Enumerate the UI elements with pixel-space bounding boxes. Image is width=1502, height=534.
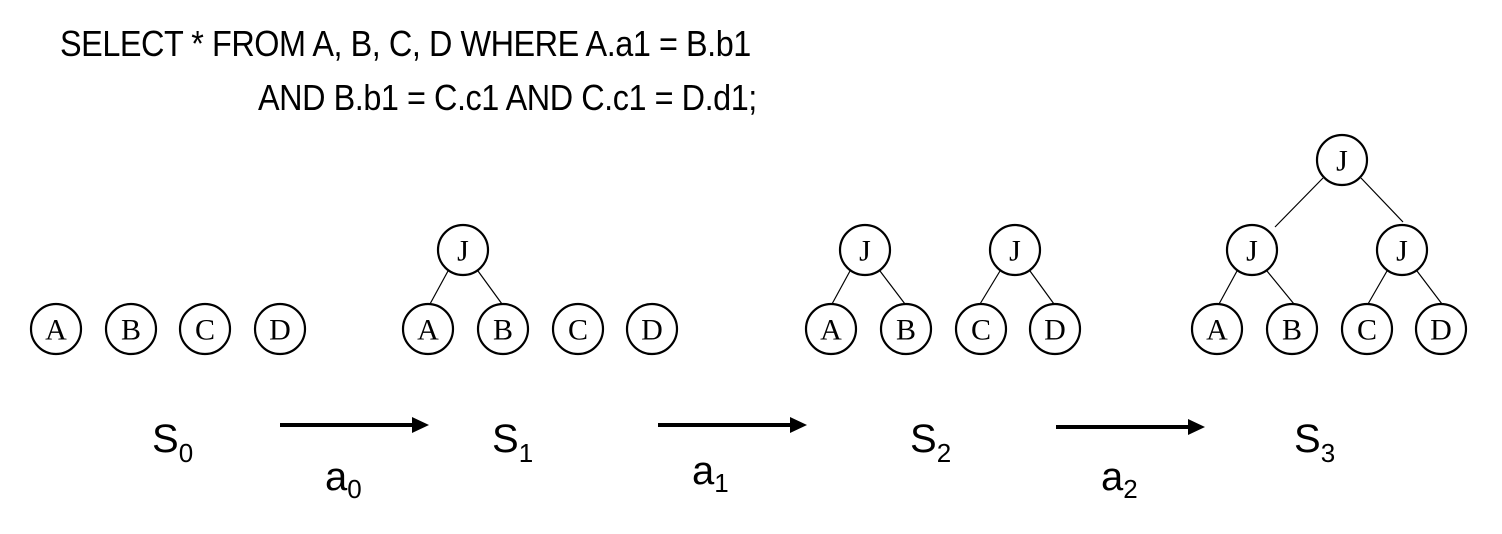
action-label-a0: a0 — [325, 455, 362, 504]
table-node-c: C — [954, 302, 1008, 356]
svg-text:B: B — [896, 314, 916, 347]
table-node-b: B — [879, 302, 933, 356]
table-node-b: B — [476, 302, 530, 356]
table-node-b: B — [104, 302, 158, 356]
svg-text:C: C — [195, 314, 215, 347]
svg-text:B: B — [121, 314, 141, 347]
sql-query-line-2: AND B.b1 = C.c1 AND C.c1 = D.d1; — [258, 77, 757, 118]
transition-arrow-a1 — [658, 417, 807, 433]
state-label-s3: S3 — [1294, 417, 1335, 468]
state-s3-tree: J J J A B C D — [1190, 133, 1468, 356]
transition-arrow-a0 — [280, 417, 429, 433]
svg-text:A: A — [45, 314, 67, 347]
svg-text:D: D — [641, 314, 663, 347]
state-s0-trees: A B C D — [29, 302, 307, 356]
svg-text:B: B — [493, 314, 513, 347]
join-node: J — [1375, 223, 1429, 277]
svg-text:C: C — [1357, 314, 1377, 347]
arrowhead-icon — [790, 417, 807, 433]
svg-text:J: J — [1246, 235, 1258, 268]
svg-text:J: J — [1336, 145, 1348, 178]
state-label-s0: S0 — [152, 417, 193, 468]
state-s1-trees: J A B C D — [401, 223, 679, 356]
svg-text:D: D — [269, 314, 291, 347]
svg-text:J: J — [859, 235, 871, 268]
join-node: J — [988, 223, 1042, 277]
action-label-a1: a1 — [692, 449, 729, 498]
edge — [1416, 270, 1443, 305]
root-join-node: J — [1315, 133, 1369, 187]
state-label-s1: S1 — [492, 417, 533, 468]
arrowhead-icon — [412, 417, 429, 433]
state-s2-trees: J J A B C D — [804, 223, 1082, 356]
sql-query-line-1: SELECT * FROM A, B, C, D WHERE A.a1 = B.… — [60, 23, 751, 64]
svg-text:A: A — [1206, 314, 1228, 347]
edge — [1367, 270, 1388, 305]
edge — [429, 270, 449, 305]
action-label-a2: a2 — [1101, 455, 1138, 504]
edge — [831, 270, 851, 305]
table-node-a: A — [29, 302, 83, 356]
table-node-c: C — [551, 302, 605, 356]
join-node: J — [838, 223, 892, 277]
table-node-d: D — [1028, 302, 1082, 356]
edge — [879, 270, 906, 305]
edge — [1029, 270, 1055, 305]
svg-text:J: J — [1009, 235, 1021, 268]
svg-text:C: C — [568, 314, 588, 347]
edge — [979, 270, 1001, 305]
table-node-d: D — [625, 302, 679, 356]
edge — [1360, 177, 1404, 223]
join-node: J — [436, 223, 490, 277]
table-node-b: B — [1265, 302, 1319, 356]
table-node-a: A — [804, 302, 858, 356]
edge — [1274, 177, 1324, 228]
arrowhead-icon — [1188, 419, 1205, 435]
table-node-a: A — [1190, 302, 1244, 356]
join-node: J — [1225, 223, 1279, 277]
svg-text:J: J — [1396, 235, 1408, 268]
state-label-s2: S2 — [910, 417, 951, 468]
table-node-d: D — [253, 302, 307, 356]
edge — [477, 270, 503, 305]
svg-text:B: B — [1282, 314, 1302, 347]
svg-text:D: D — [1044, 314, 1066, 347]
table-node-d: D — [1414, 302, 1468, 356]
svg-text:D: D — [1430, 314, 1452, 347]
svg-text:A: A — [820, 314, 842, 347]
table-node-c: C — [178, 302, 232, 356]
transition-arrow-a2 — [1056, 419, 1205, 435]
svg-text:A: A — [417, 314, 439, 347]
edge — [1266, 270, 1295, 305]
svg-text:J: J — [457, 235, 469, 268]
table-node-a: A — [401, 302, 455, 356]
svg-text:C: C — [971, 314, 991, 347]
edge — [1218, 270, 1238, 305]
table-node-c: C — [1340, 302, 1394, 356]
